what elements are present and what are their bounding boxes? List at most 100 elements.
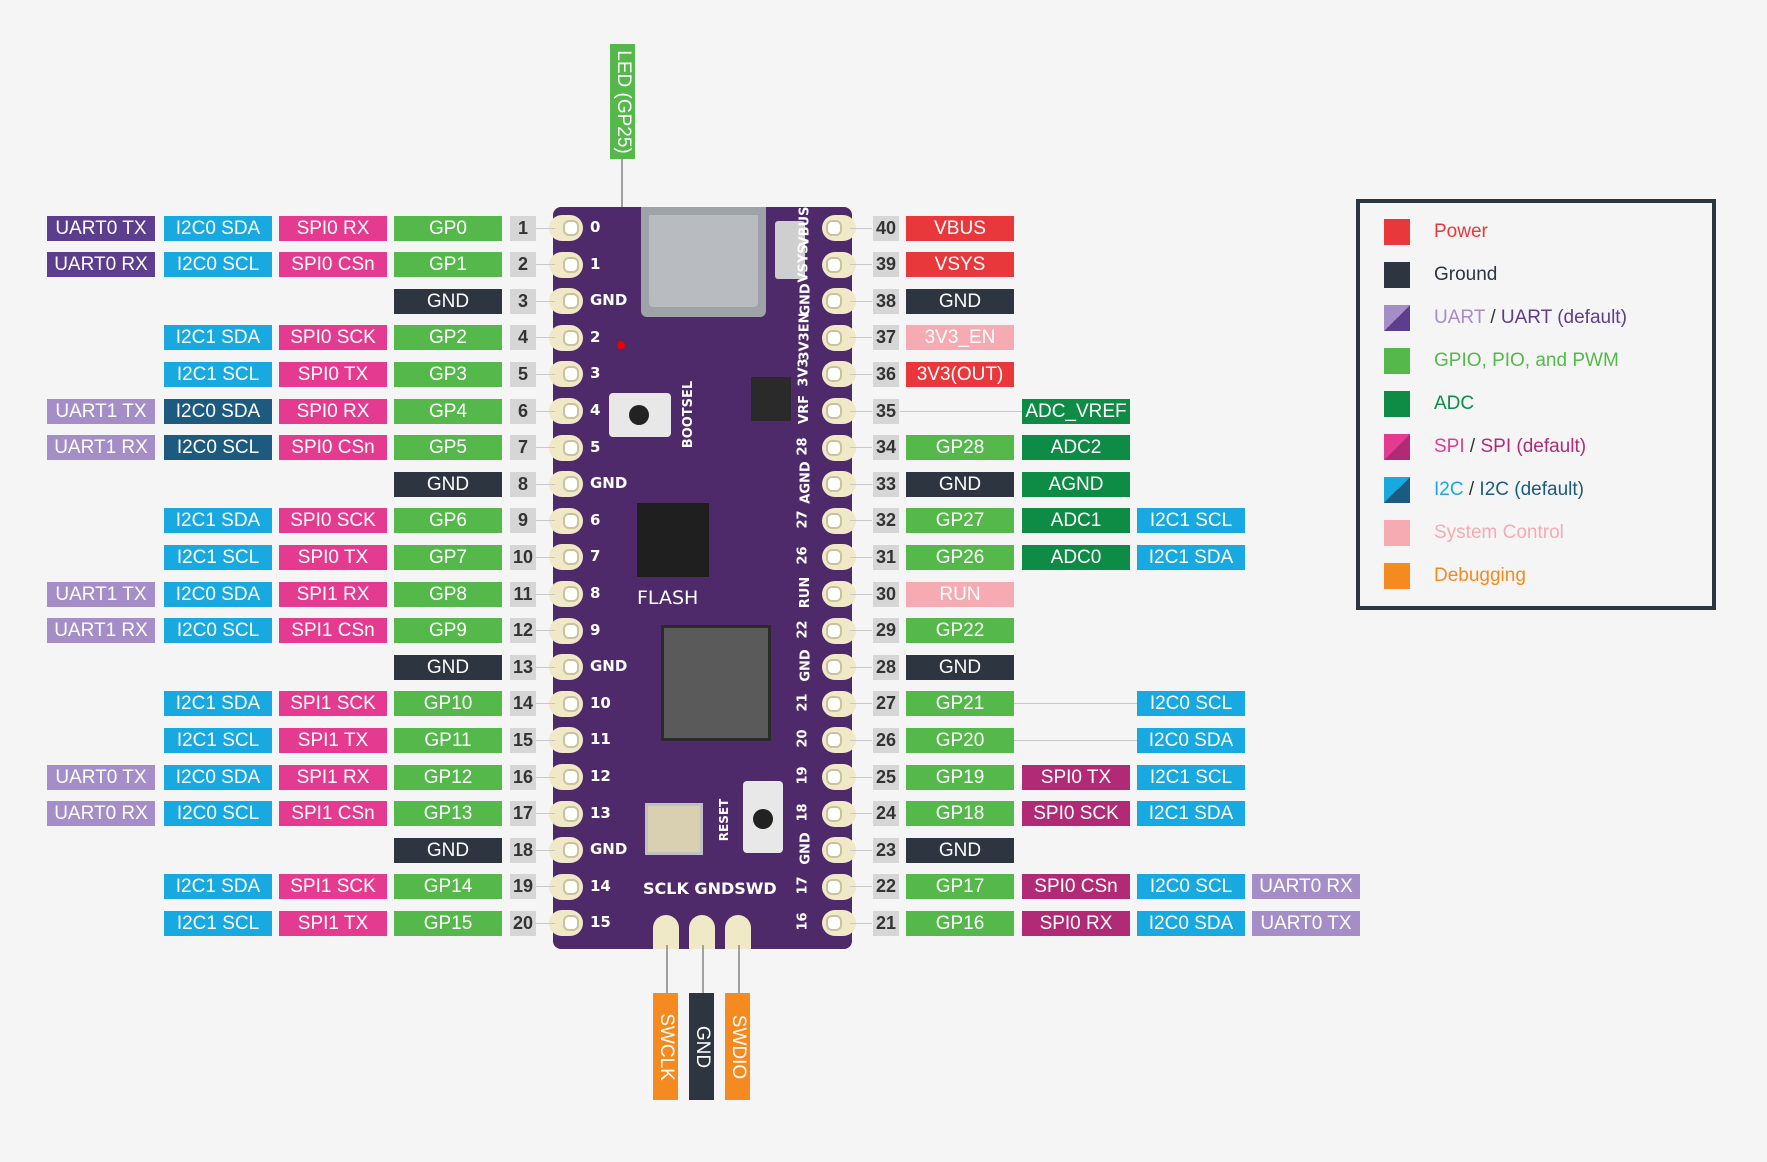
board-left-pad-hole-14 bbox=[563, 696, 579, 712]
pin-number-26: 26 bbox=[873, 728, 899, 753]
right-pin-40-vbus: VBUS bbox=[906, 216, 1014, 241]
right-pin-35-adc-vref: ADC_VREF bbox=[1022, 399, 1130, 424]
left-pin-12-gp9: GP9 bbox=[394, 618, 502, 643]
right-pin-26-bridge-leader bbox=[1014, 740, 1137, 741]
right-pin-21-uart0-tx: UART0 TX bbox=[1252, 911, 1360, 936]
board-left-pad-hole-13 bbox=[563, 659, 579, 675]
left-pin-12-i2c0-scl: I2C0 SCL bbox=[164, 618, 272, 643]
legend-uart-label: UART / UART (default) bbox=[1434, 307, 1627, 328]
board-right-pad-28 bbox=[822, 654, 856, 680]
left-pin-9-leader bbox=[535, 520, 555, 521]
left-pin-15-gp11: GP11 bbox=[394, 728, 502, 753]
left-pin-14-i2c1-sda: I2C1 SDA bbox=[164, 691, 272, 716]
board-right-pad-hole-23 bbox=[826, 842, 842, 858]
right-pin-34-adc2: ADC2 bbox=[1022, 435, 1130, 460]
right-pin-34-gp28: GP28 bbox=[906, 435, 1014, 460]
left-pin-20-gp15: GP15 bbox=[394, 911, 502, 936]
board-right-silk-33: AGND bbox=[798, 461, 814, 504]
pin-number-33: 33 bbox=[873, 472, 899, 497]
right-pin-23-gnd: GND bbox=[906, 838, 1014, 863]
right-pin-27-leader bbox=[850, 703, 872, 704]
board-left-silk-5: 3 bbox=[590, 364, 601, 382]
right-pin-25-i2c1-scl: I2C1 SCL bbox=[1137, 765, 1245, 790]
board-right-pad-hole-35 bbox=[826, 403, 842, 419]
board-right-pad-22 bbox=[822, 874, 856, 900]
board-right-pad-32 bbox=[822, 508, 856, 534]
board-right-pad-40 bbox=[822, 215, 856, 241]
left-pin-12-spi1-csn: SPI1 CSn bbox=[279, 618, 387, 643]
board-left-silk-4: 2 bbox=[590, 328, 601, 346]
right-pin-26-leader bbox=[850, 740, 872, 741]
board-left-silk-17: 13 bbox=[590, 804, 611, 822]
debug-pin-gnd-label: GND bbox=[689, 993, 714, 1100]
left-pin-15-i2c1-scl: I2C1 SCL bbox=[164, 728, 272, 753]
flash-chip bbox=[637, 503, 709, 577]
left-pin-11-uart1-tx: UART1 TX bbox=[47, 582, 155, 607]
left-pin-19-gp14: GP14 bbox=[394, 874, 502, 899]
right-pin-27-bridge-leader bbox=[1014, 703, 1137, 704]
left-pin-3-leader bbox=[535, 301, 555, 302]
legend-gpio-label: GPIO, PIO, and PWM bbox=[1434, 350, 1619, 371]
right-pin-33-leader bbox=[850, 484, 872, 485]
left-pin-9-i2c1-sda: I2C1 SDA bbox=[164, 508, 272, 533]
board-right-silk-28: GND bbox=[798, 649, 814, 682]
right-pin-26-i2c0-sda: I2C0 SDA bbox=[1137, 728, 1245, 753]
left-pin-15-spi1-tx: SPI1 TX bbox=[279, 728, 387, 753]
board-left-pad-14 bbox=[549, 691, 583, 717]
board-right-pad-hole-33 bbox=[826, 476, 842, 492]
board-left-silk-10: 7 bbox=[590, 547, 601, 565]
board-left-pad-3 bbox=[549, 288, 583, 314]
board-right-pad-26 bbox=[822, 727, 856, 753]
left-pin-12-leader bbox=[535, 630, 555, 631]
board-right-silk-35: VRF bbox=[796, 395, 812, 424]
right-pin-32-gp27: GP27 bbox=[906, 508, 1014, 533]
left-pin-17-leader bbox=[535, 813, 555, 814]
debug-pin-swclk-text: SWCLK bbox=[655, 1012, 677, 1081]
right-pin-25-leader bbox=[850, 777, 872, 778]
right-pin-36-leader bbox=[850, 374, 872, 375]
left-pin-1-uart0-tx: UART0 TX bbox=[47, 216, 155, 241]
board-left-silk-20: 15 bbox=[590, 913, 611, 931]
left-pin-17-i2c0-scl: I2C0 SCL bbox=[164, 801, 272, 826]
debug-pin-swdio-label: SWDIO bbox=[725, 993, 750, 1100]
legend-spi-swatch bbox=[1384, 434, 1410, 460]
debug-pin-gnd-text: GND bbox=[691, 1025, 713, 1068]
left-pin-7-gp5: GP5 bbox=[394, 435, 502, 460]
left-pin-16-leader bbox=[535, 777, 555, 778]
pin-number-1: 1 bbox=[510, 216, 536, 241]
left-pin-10-gp7: GP7 bbox=[394, 545, 502, 570]
right-pin-24-gp18: GP18 bbox=[906, 801, 1014, 826]
legend-gpio-swatch bbox=[1384, 348, 1410, 374]
pin-number-40: 40 bbox=[873, 216, 899, 241]
board-left-pad-hole-5 bbox=[563, 366, 579, 382]
pin-number-20: 20 bbox=[510, 911, 536, 936]
debug-pin-swdio-text: SWDIO bbox=[727, 1014, 749, 1079]
power-regulator bbox=[775, 221, 805, 279]
board-right-pad-hole-21 bbox=[826, 915, 842, 931]
left-pin-6-uart1-tx: UART1 TX bbox=[47, 399, 155, 424]
pin-number-23: 23 bbox=[873, 838, 899, 863]
board-right-pad-25 bbox=[822, 764, 856, 790]
left-pin-19-i2c1-sda: I2C1 SDA bbox=[164, 874, 272, 899]
board-left-pad-hole-1 bbox=[563, 220, 579, 236]
left-pin-13-gnd: GND bbox=[394, 655, 502, 680]
right-pin-34-leader bbox=[850, 447, 872, 448]
right-pin-24-i2c1-sda: I2C1 SDA bbox=[1137, 801, 1245, 826]
pin-number-32: 32 bbox=[873, 508, 899, 533]
pin-number-10: 10 bbox=[510, 545, 536, 570]
legend-power-swatch bbox=[1384, 219, 1410, 245]
left-pin-9-gp6: GP6 bbox=[394, 508, 502, 533]
reset-button-knob bbox=[753, 809, 773, 829]
left-pin-18-gnd: GND bbox=[394, 838, 502, 863]
legend-adc-swatch bbox=[1384, 391, 1410, 417]
board-left-silk-16: 12 bbox=[590, 767, 611, 785]
board-left-pad-hole-6 bbox=[563, 403, 579, 419]
left-pin-19-spi1-sck: SPI1 SCK bbox=[279, 874, 387, 899]
left-pin-11-leader bbox=[535, 594, 555, 595]
board-left-pad-17 bbox=[549, 801, 583, 827]
board-right-pad-39 bbox=[822, 252, 856, 278]
board-left-pad-hole-15 bbox=[563, 732, 579, 748]
left-pin-7-spi0-csn: SPI0 CSn bbox=[279, 435, 387, 460]
right-pin-22-i2c0-scl: I2C0 SCL bbox=[1137, 874, 1245, 899]
pin-number-19: 19 bbox=[510, 874, 536, 899]
